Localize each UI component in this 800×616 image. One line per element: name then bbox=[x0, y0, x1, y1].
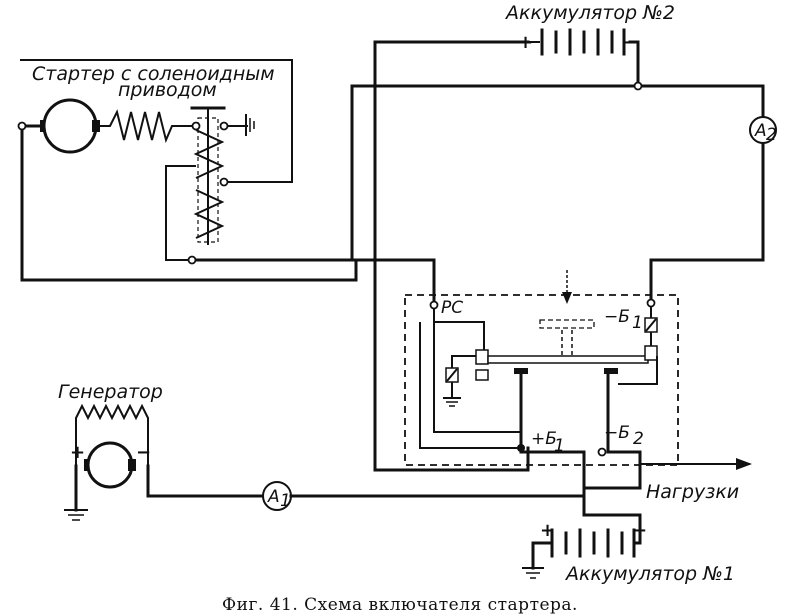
junction-node bbox=[633, 81, 643, 91]
solenoid bbox=[190, 106, 229, 245]
wire-right-rail bbox=[350, 84, 765, 302]
ground-icon bbox=[228, 114, 255, 136]
b1-minus-terminal bbox=[646, 298, 656, 308]
ammeter-a1: A 1 bbox=[262, 481, 292, 511]
battery-1-plus: + bbox=[540, 520, 555, 541]
ammeter-a1-sub: 1 bbox=[280, 491, 291, 511]
wire-rs-loop bbox=[419, 322, 521, 449]
battery-2-label: Аккумулятор №2 bbox=[504, 2, 675, 24]
ammeter-a2: A 2 bbox=[749, 116, 777, 145]
figure-caption: Фиг. 41. Схема включателя стартера. bbox=[222, 595, 578, 615]
battery-2: + − bbox=[518, 28, 637, 56]
wire-solenoid-left bbox=[165, 165, 196, 261]
load-label: Нагрузки bbox=[646, 481, 739, 503]
generator-label: Генератор bbox=[58, 381, 163, 403]
starter-label-1: Стартер с соленоидным bbox=[32, 63, 275, 85]
wire-minus-b2 bbox=[582, 370, 642, 517]
wire-b1-feed bbox=[639, 452, 750, 465]
junction-node bbox=[187, 255, 197, 265]
wire-battery2-minus bbox=[628, 40, 640, 88]
b1-minus-label: −Б bbox=[604, 307, 630, 327]
battery-1: + − bbox=[540, 520, 647, 558]
wire-battery1-plus bbox=[531, 541, 554, 570]
wire-gen-field bbox=[75, 432, 149, 466]
ground-icon bbox=[64, 509, 88, 521]
relay-enclosure bbox=[404, 294, 679, 466]
starter-box bbox=[20, 59, 293, 183]
starter-field-winding bbox=[100, 109, 196, 144]
generator-plus: + bbox=[70, 442, 85, 463]
ammeter-a2-letter: A bbox=[754, 121, 767, 141]
starter-label-2: приводом bbox=[118, 79, 217, 101]
rs-terminal bbox=[429, 300, 439, 310]
b1-minus-sub: 1 bbox=[632, 313, 643, 333]
ammeter-a2-sub: 2 bbox=[766, 125, 777, 145]
ammeter-a1-letter: A bbox=[267, 487, 280, 507]
wire-starter-to-switch bbox=[194, 258, 436, 307]
b2-minus-sub: 2 bbox=[633, 429, 644, 449]
wire-gen-to-a1 bbox=[146, 464, 264, 498]
wire-battery2-plus bbox=[373, 40, 530, 472]
ground-icon bbox=[522, 567, 544, 579]
b2-minus-label: −Б bbox=[604, 423, 630, 443]
generator-armature: + − bbox=[70, 441, 151, 489]
rs-label: РС bbox=[441, 298, 463, 318]
load-arrow bbox=[640, 458, 752, 470]
wire-starter-bottom bbox=[20, 128, 358, 282]
wire-battery1-minus bbox=[582, 513, 642, 545]
generator-minus: − bbox=[136, 442, 151, 463]
b1-plus-label: +Б bbox=[531, 429, 557, 449]
starter-motor bbox=[17, 98, 100, 154]
relay-mechanism bbox=[433, 270, 658, 433]
wire-a1-to-switch bbox=[289, 450, 586, 498]
battery-1-label: Аккумулятор №1 bbox=[564, 563, 735, 585]
junction-node bbox=[597, 447, 607, 457]
b1-plus-sub: 1 bbox=[554, 436, 565, 456]
generator-field-winding bbox=[75, 403, 149, 432]
